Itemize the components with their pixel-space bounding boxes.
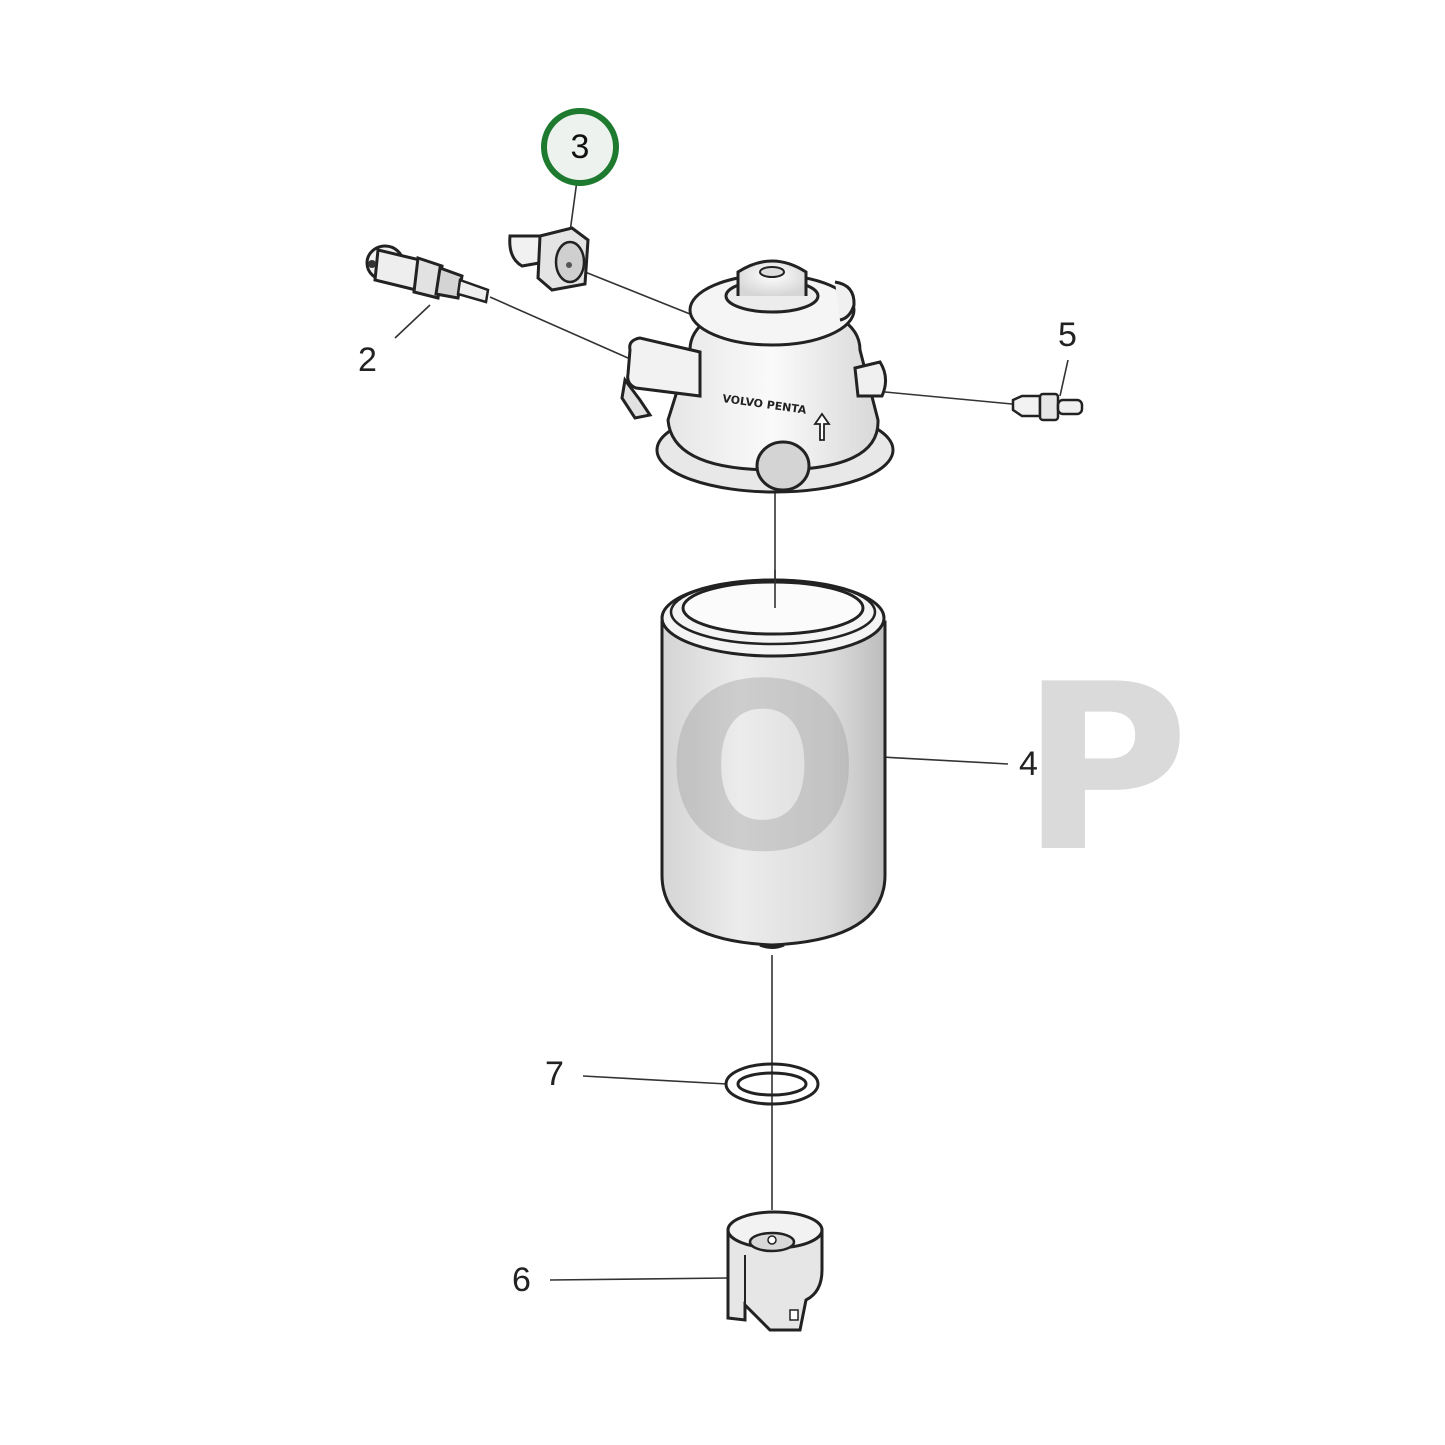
part-7-o-ring xyxy=(724,1062,820,1106)
callout-label-5[interactable]: 5 xyxy=(1058,316,1077,354)
part-4-filter-cartridge xyxy=(660,578,887,949)
part-5-nipple xyxy=(1011,392,1084,422)
filter-head-housing: VOLVO PENTA xyxy=(620,259,895,494)
leader-lines xyxy=(394,172,1069,1281)
callout-label-4[interactable]: 4 xyxy=(1019,745,1038,783)
callout-label-3: 3 xyxy=(570,127,590,166)
part-3-sensor xyxy=(508,226,590,292)
part-6-wif-sensor xyxy=(726,1210,824,1332)
callout-label-7[interactable]: 7 xyxy=(545,1055,564,1093)
callout-label-6[interactable]: 6 xyxy=(512,1261,531,1299)
part-2-sensor xyxy=(365,244,490,304)
callout-3-highlighted[interactable]: 3 xyxy=(541,108,619,186)
callout-label-2[interactable]: 2 xyxy=(358,341,377,379)
